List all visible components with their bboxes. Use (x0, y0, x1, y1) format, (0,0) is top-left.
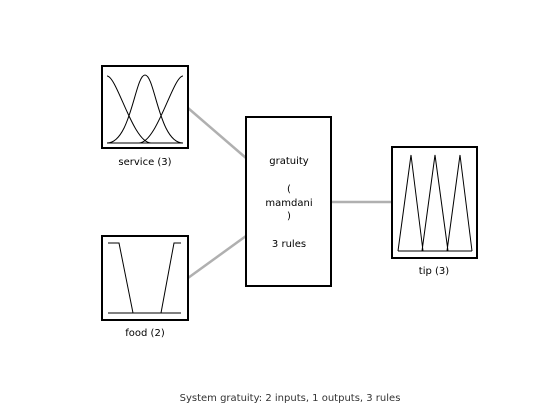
food-mf-delicious-shape (160, 242, 181, 314)
service-mf-good-curve (106, 74, 184, 144)
food-mf-rancid-shape (108, 242, 134, 314)
connector-food-to-system (187, 234, 247, 280)
connector-service-to-system (187, 107, 247, 159)
input-service-label: service (3) (118, 157, 171, 168)
system-summary-footer: System gratuity: 2 inputs, 1 outputs, 3 … (180, 393, 401, 404)
input-food-block[interactable]: food (2) (101, 235, 189, 339)
input-food-label: food (2) (125, 328, 165, 339)
system-name: gratuity (269, 156, 309, 167)
system-type-open-paren: ( (287, 184, 291, 195)
output-tip-block[interactable]: tip (3) (391, 146, 478, 277)
system-block[interactable]: gratuity ( mamdani ) 3 rules (245, 116, 332, 287)
service-membership-functions (106, 74, 184, 144)
service-mf-excellent-curve (138, 75, 184, 144)
input-service-block[interactable]: service (3) (101, 65, 189, 168)
tip-mf-cheap-triangle (397, 154, 424, 252)
output-tip-box[interactable] (391, 146, 478, 259)
input-service-box[interactable] (101, 65, 189, 149)
system-box[interactable] (245, 116, 332, 287)
food-membership-functions (108, 242, 181, 314)
service-mf-poor-curve (106, 75, 152, 144)
input-food-box[interactable] (101, 235, 189, 321)
system-rules-count: 3 rules (272, 239, 306, 250)
output-tip-label: tip (3) (419, 266, 449, 277)
system-type-close-paren: ) (287, 211, 291, 222)
tip-mf-average-triangle (421, 154, 449, 252)
tip-membership-functions (397, 154, 473, 252)
system-type: mamdani (265, 198, 312, 209)
tip-mf-generous-triangle (446, 154, 473, 252)
